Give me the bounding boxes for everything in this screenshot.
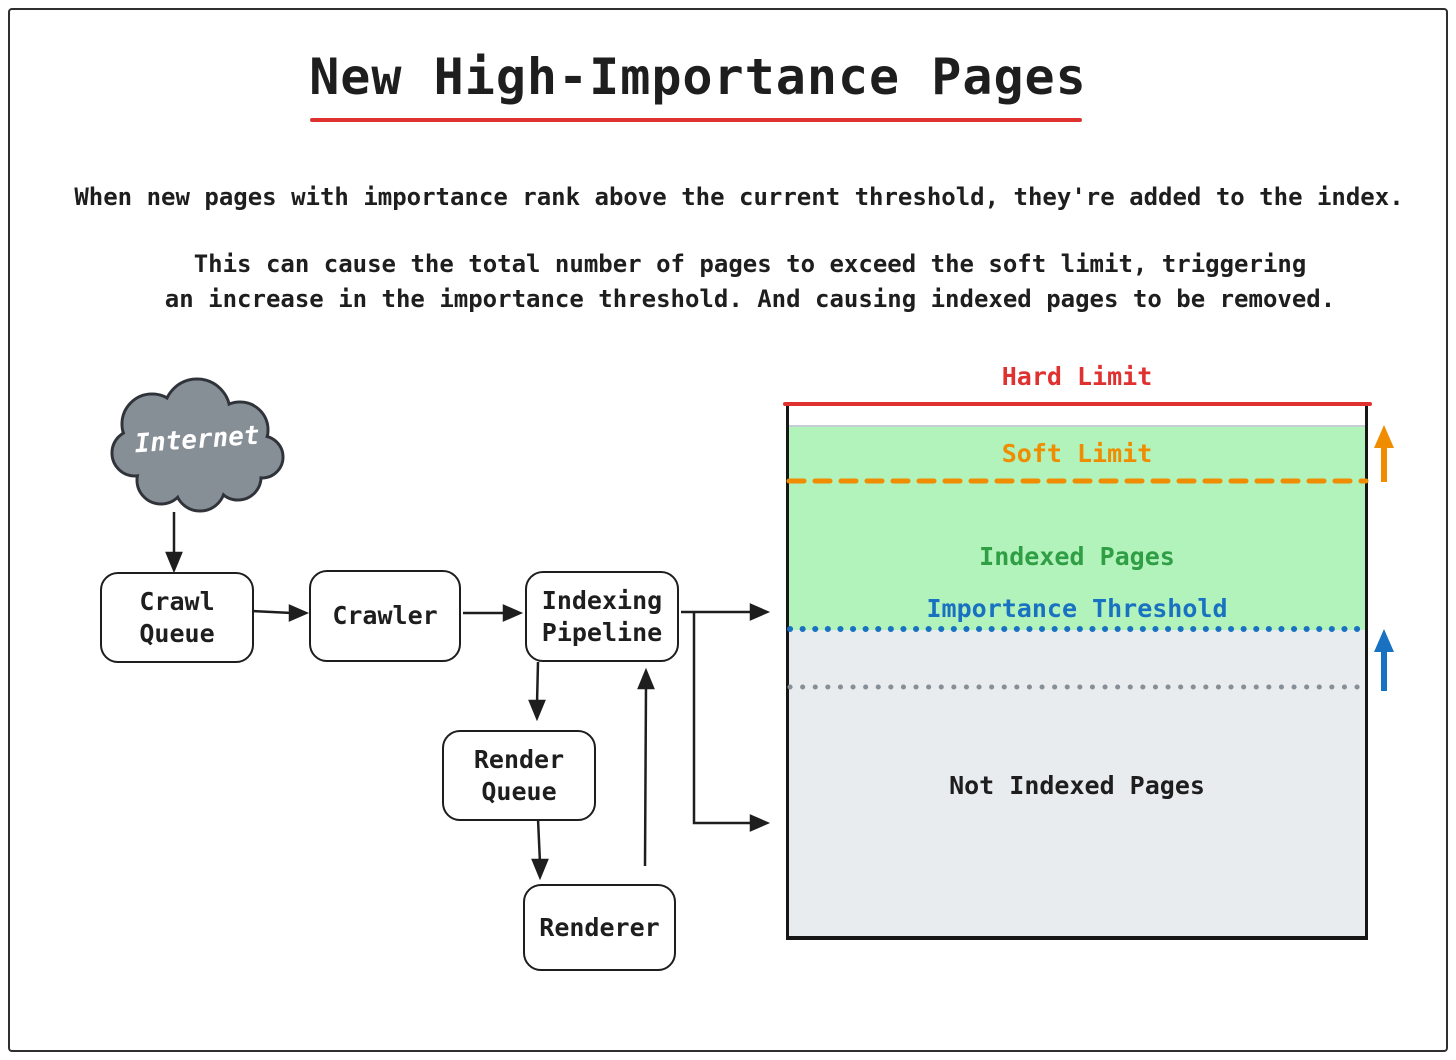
- indexing-pipeline-node: Indexing Pipeline: [525, 571, 679, 662]
- title-underline: [310, 118, 1082, 122]
- hard-limit-line: [783, 402, 1372, 406]
- not-indexed-pages-region: [789, 630, 1365, 936]
- indexed-pages-label: Indexed Pages: [979, 542, 1175, 571]
- index-capacity-box: [786, 402, 1368, 940]
- renderer-node: Renderer: [523, 884, 676, 971]
- renderer-label: Renderer: [539, 912, 660, 942]
- indexing-pipeline-label: Indexing Pipeline: [541, 585, 663, 647]
- indexed-pages-region: [789, 425, 1365, 630]
- intro-paragraph-1: When new pages with importance rank abov…: [74, 183, 1404, 211]
- crawler-label: Crawler: [332, 601, 438, 630]
- crawl-queue-label: Crawl Queue: [139, 586, 215, 648]
- render-queue-node: Render Queue: [442, 730, 596, 821]
- not-indexed-pages-label: Not Indexed Pages: [949, 771, 1205, 800]
- soft-limit-label: Soft Limit: [1001, 439, 1153, 468]
- intro-paragraph-2-line-2: an increase in the importance threshold.…: [164, 285, 1336, 313]
- page-title: New High-Importance Pages: [309, 48, 1087, 106]
- crawler-node: Crawler: [309, 570, 461, 662]
- importance-threshold-label: Importance Threshold: [926, 594, 1228, 623]
- render-queue-label: Render Queue: [473, 744, 565, 806]
- outer-frame: [8, 8, 1448, 1052]
- crawl-queue-node: Crawl Queue: [100, 572, 254, 663]
- intro-paragraph-2: This can cause the total number of pages…: [44, 247, 1456, 317]
- intro-paragraph-2-line-1: This can cause the total number of pages…: [193, 250, 1307, 278]
- hard-limit-label: Hard Limit: [1001, 362, 1153, 391]
